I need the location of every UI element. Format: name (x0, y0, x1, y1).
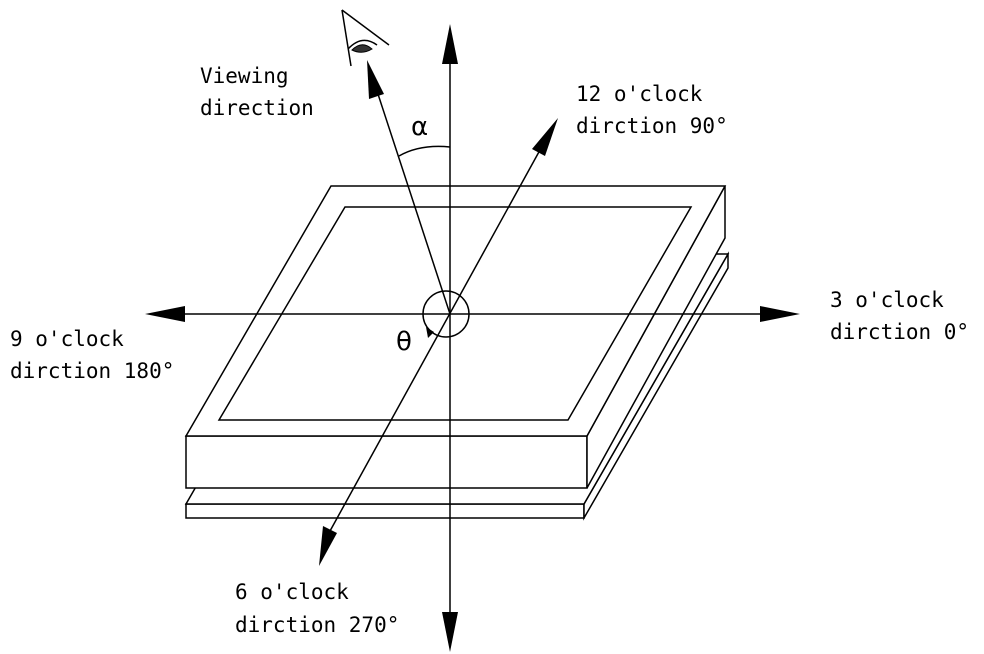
three-oclock-label-line2: dirction 0° (830, 320, 969, 344)
nine-oclock-label-line1: 9 o'clock (10, 327, 124, 351)
arrow-12-oclock (532, 118, 558, 156)
three-oclock-label-line1: 3 o'clock (830, 288, 944, 312)
diagonal-axis (329, 149, 541, 532)
screen-area (217, 206, 693, 421)
six-oclock-label-line1: 6 o'clock (235, 580, 349, 604)
six-oclock-label-line2: dirction 270° (235, 613, 399, 637)
top-plate (184, 185, 727, 489)
arrow-3-oclock (760, 306, 800, 322)
twelve-oclock-label-line2: dirction 90° (576, 114, 728, 138)
arrow-down (442, 612, 458, 652)
arrow-6-oclock (319, 526, 337, 566)
arrow-up (442, 24, 458, 64)
viewing-direction-label-line1: Viewing (200, 64, 289, 88)
alpha-arc (398, 145, 451, 157)
theta-arrow (426, 327, 434, 338)
arrow-viewing (367, 60, 384, 99)
viewing-direction-label-line2: direction (200, 96, 314, 120)
theta-symbol: θ (396, 327, 412, 357)
arrow-9-oclock (145, 306, 185, 322)
twelve-oclock-label-line1: 12 o'clock (576, 82, 703, 106)
alpha-symbol: α (411, 112, 428, 142)
labels: Viewing direction 12 o'clock dirction 90… (10, 64, 969, 637)
theta-circle (422, 290, 470, 338)
viewing-direction-line (375, 87, 451, 315)
nine-oclock-label-line2: dirction 180° (10, 359, 174, 383)
eye-icon (341, 9, 390, 67)
